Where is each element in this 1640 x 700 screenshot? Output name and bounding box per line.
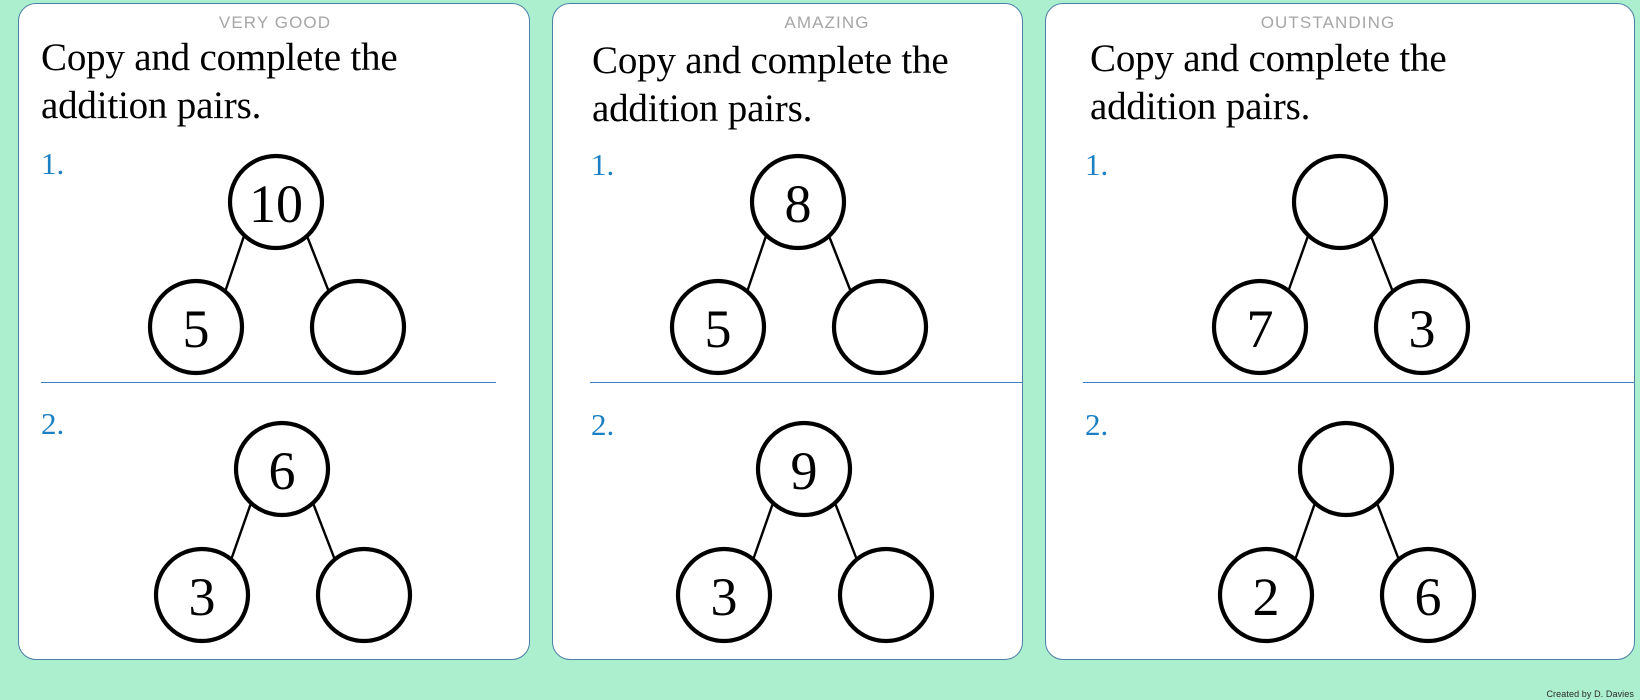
connector-right [311,502,337,561]
part-left-node-2 [1217,546,1315,644]
connector-left [223,235,246,293]
part-right-node-1 [309,278,407,376]
part-right-node-1 [1373,278,1471,376]
part-right-node-2 [1379,546,1477,644]
worksheet-card-very-good[interactable]: VERY GOOD Copy and complete the addition… [18,3,530,660]
connector-right [1375,502,1401,561]
part-left-node-1-value: 5 [183,299,210,359]
part-right-node-1-value: 3 [1409,299,1436,359]
award-label: VERY GOOD [218,13,332,32]
part-whole-diagram-2: 2 6 [1217,420,1477,644]
part-left-node-2 [153,546,251,644]
question-number-1: 1. [591,147,615,182]
whole-node-2 [1297,420,1395,518]
part-whole-diagram-1: 7 3 [1211,153,1471,376]
part-whole-diagram-1: 8 5 [669,153,929,376]
connector-right [827,235,853,293]
connector-left [1286,235,1310,293]
worksheet-card-amazing[interactable]: AMAZING Copy and complete the addition p… [552,3,1023,660]
question-number-2: 2. [41,406,65,441]
question-number-2: 2. [1085,407,1109,442]
part-right-node-2 [837,546,935,644]
whole-node-1-value: 8 [785,174,812,234]
part-whole-diagram-2: 9 3 [675,420,935,644]
worksheet-card-outstanding[interactable]: OUTSTANDING Copy and complete the additi… [1045,3,1635,660]
part-right-node-2-value: 6 [1415,567,1442,627]
whole-node-2-value: 9 [791,441,818,501]
question-number-2: 2. [591,407,615,442]
page-title: Copy and complete the addition pairs. [41,36,398,127]
part-left-node-1-value: 7 [1247,299,1274,359]
page-title: Copy and complete the addition pairs. [1090,37,1447,128]
part-right-node-1 [831,278,929,376]
part-left-node-2 [675,546,773,644]
connector-right [305,235,331,293]
card-content: VERY GOOD Copy and complete the addition… [19,4,529,659]
award-label: AMAZING [784,13,870,32]
whole-node-2-value: 6 [269,441,296,501]
connector-left [229,502,253,561]
question-divider [1083,382,1634,383]
part-left-node-1-value: 5 [705,299,732,359]
part-whole-diagram-2: 6 3 [153,420,413,644]
connector-left [751,502,775,561]
connector-left [1293,502,1317,561]
whole-node-1 [227,153,325,251]
connector-left [745,235,768,293]
part-left-node-2-value: 3 [189,567,216,627]
part-left-node-2-value: 2 [1253,567,1280,627]
part-right-node-2 [315,546,413,644]
page-title: Copy and complete the addition pairs. [592,39,949,130]
part-whole-diagram-1: 10 5 [147,153,407,376]
question-divider [590,382,1022,383]
credit-text: Created by D. Davies [1546,689,1634,699]
whole-node-1-value: 10 [249,174,303,234]
question-number-1: 1. [1085,147,1109,182]
award-label: OUTSTANDING [1260,13,1396,32]
connector-right [833,502,859,561]
question-divider [41,382,496,383]
part-left-node-1 [1211,278,1309,376]
part-left-node-1 [669,278,767,376]
part-left-node-1 [147,278,245,376]
connector-right [1369,235,1395,293]
question-number-1: 1. [41,146,65,181]
whole-node-1 [1291,153,1389,251]
whole-node-2 [233,420,331,518]
whole-node-1 [749,153,847,251]
card-content: AMAZING Copy and complete the addition p… [570,4,1022,659]
whole-node-2 [755,420,853,518]
part-left-node-2-value: 3 [711,567,738,627]
card-content: OUTSTANDING Copy and complete the additi… [1068,4,1634,659]
